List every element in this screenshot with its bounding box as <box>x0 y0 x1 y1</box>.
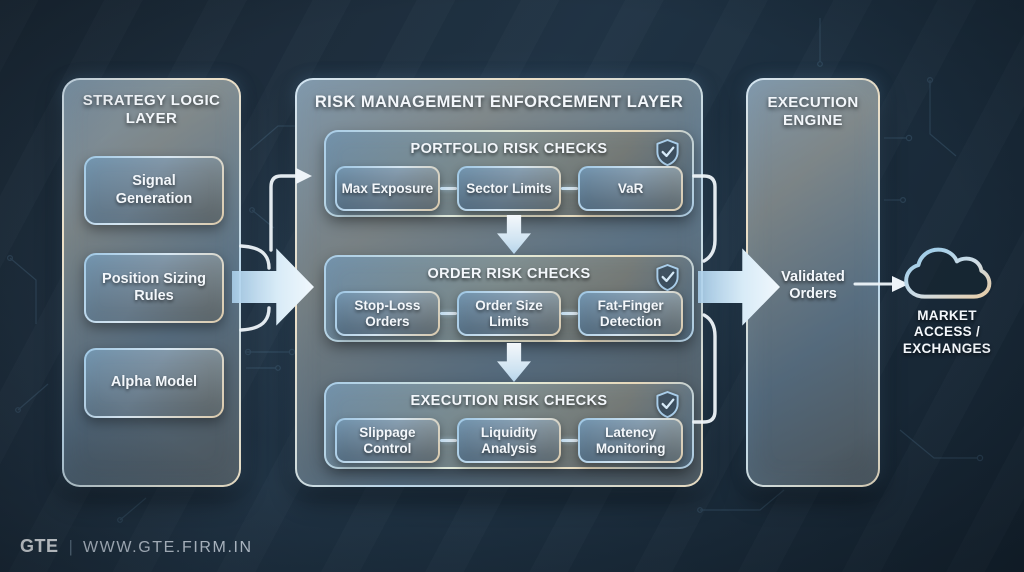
portfolio-risk-checks-section: PORTFOLIO RISK CHECKS Max Exposure Secto… <box>324 130 694 217</box>
shield-check-icon <box>656 138 679 166</box>
section-title: EXECUTION RISK CHECKS <box>410 393 608 409</box>
connector-line <box>561 312 579 315</box>
node-label: Alpha Model <box>110 374 198 391</box>
check-label: Max Exposure <box>341 180 434 196</box>
connector-line <box>561 187 579 190</box>
stop-loss-orders-check: Stop-Loss Orders <box>335 291 440 336</box>
alpha-model-node: Alpha Model <box>84 348 224 418</box>
connector-line <box>561 439 579 442</box>
validated-orders-label: Validated Orders <box>781 269 845 303</box>
check-label: Stop-Loss Orders <box>354 297 421 329</box>
down-arrow-icon <box>497 215 531 254</box>
slippage-control-check: Slippage Control <box>335 418 440 463</box>
position-sizing-rules-node: Position Sizing Rules <box>84 253 224 323</box>
market-access-label: MARKET ACCESS / EXCHANGES <box>902 308 992 356</box>
shield-check-icon <box>656 264 679 291</box>
execution-risk-checks-section: EXECUTION RISK CHECKS Slippage Control L… <box>324 382 694 469</box>
check-label: Order Size Limits <box>475 297 543 329</box>
brand-logo: GTE <box>20 536 59 556</box>
cloud-icon <box>904 247 992 299</box>
section-title: ORDER RISK CHECKS <box>427 266 591 282</box>
check-label: Sector Limits <box>466 180 552 196</box>
sector-limits-check: Sector Limits <box>457 166 562 211</box>
node-label: Signal Generation <box>115 173 193 207</box>
check-label: Slippage Control <box>359 424 416 456</box>
strategy-logic-layer-panel: STRATEGY LOGIC LAYER Signal Generation P… <box>62 78 241 487</box>
check-row: Stop-Loss Orders Order Size Limits Fat-F… <box>335 291 683 336</box>
order-size-limits-check: Order Size Limits <box>457 291 562 336</box>
check-label: Fat-Finger Detection <box>597 297 664 329</box>
connector-line <box>439 312 457 315</box>
section-title: PORTFOLIO RISK CHECKS <box>410 141 608 157</box>
website-url: WWW.GTE.FIRM.IN <box>82 539 253 556</box>
node-label: Position Sizing Rules <box>102 270 206 304</box>
max-exposure-check: Max Exposure <box>335 166 440 211</box>
liquidity-analysis-check: Liquidity Analysis <box>457 418 562 463</box>
var-check: VaR <box>578 166 683 211</box>
strategy-layer-title: STRATEGY LOGIC LAYER <box>82 92 221 127</box>
check-label: Latency Monitoring <box>595 424 666 456</box>
order-risk-checks-section: ORDER RISK CHECKS Stop-Loss Orders Order… <box>324 255 694 342</box>
fat-finger-detection-check: Fat-Finger Detection <box>578 291 683 336</box>
risk-management-layer-panel: RISK MANAGEMENT ENFORCEMENT LAYER PORTFO… <box>295 78 703 487</box>
check-row: Slippage Control Liquidity Analysis Late… <box>335 418 683 463</box>
footer: GTE | WWW.GTE.FIRM.IN <box>20 536 253 557</box>
check-label: VaR <box>617 180 644 196</box>
signal-generation-node: Signal Generation <box>84 156 224 225</box>
execution-engine-title: EXECUTION ENGINE <box>767 94 859 129</box>
latency-monitoring-check: Latency Monitoring <box>578 418 683 463</box>
footer-divider: | <box>68 537 73 556</box>
connector-line <box>439 187 457 190</box>
risk-layer-title: RISK MANAGEMENT ENFORCEMENT LAYER <box>314 93 684 111</box>
connector-line <box>439 439 457 442</box>
down-arrow-icon <box>497 343 531 382</box>
check-row: Max Exposure Sector Limits VaR <box>335 166 683 211</box>
shield-check-icon <box>656 391 679 418</box>
check-label: Liquidity Analysis <box>480 424 538 456</box>
